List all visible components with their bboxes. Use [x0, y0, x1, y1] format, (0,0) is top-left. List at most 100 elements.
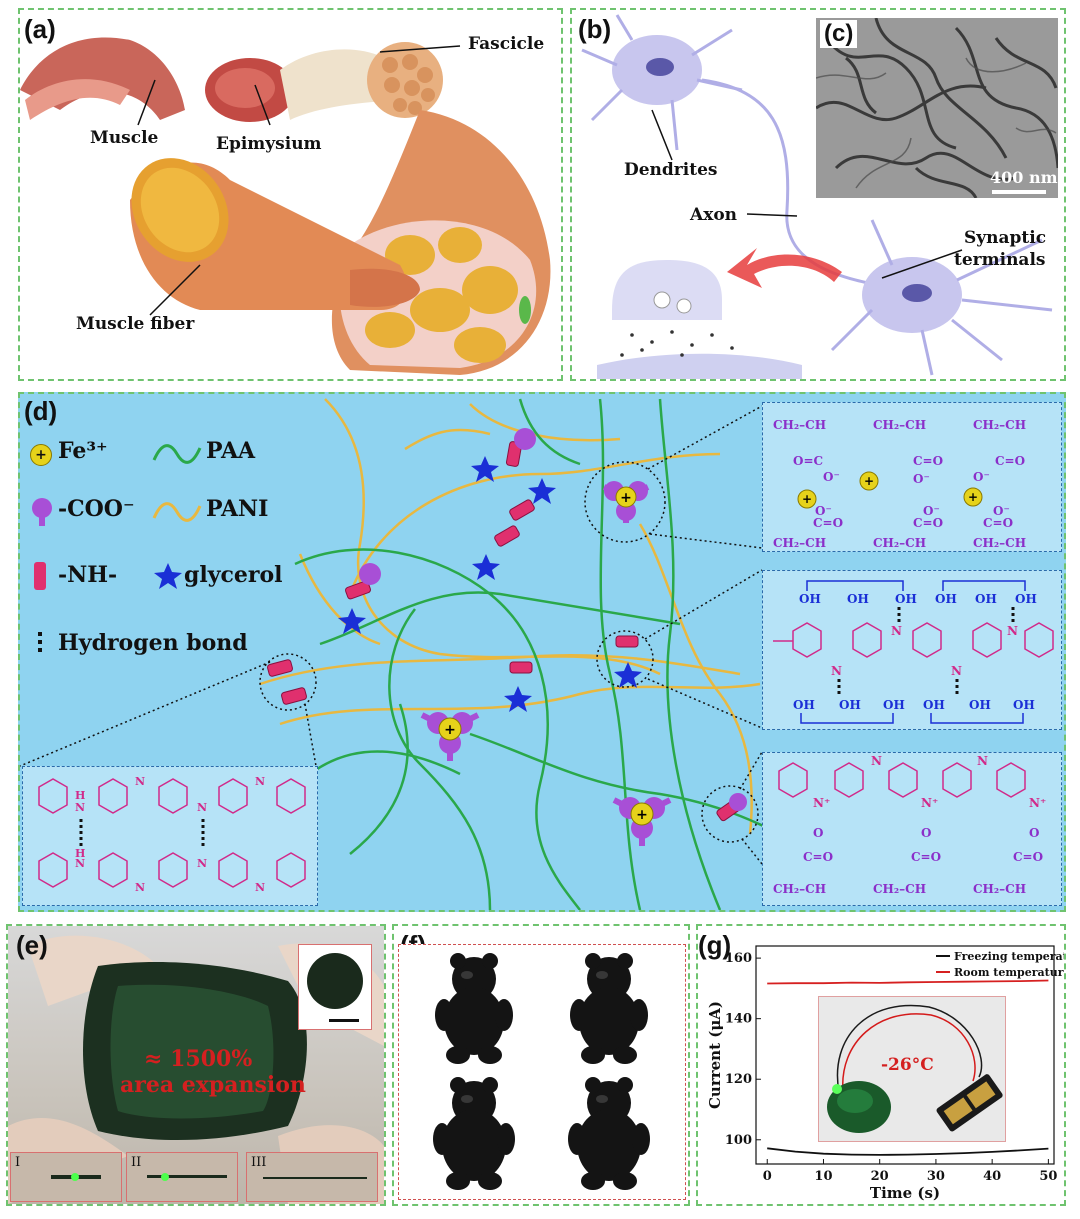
scale-bar — [992, 190, 1046, 194]
svg-text:CH₂–CH: CH₂–CH — [873, 536, 926, 550]
svg-text:OH: OH — [839, 698, 861, 712]
synaptic-label-2: terminals — [954, 250, 1046, 270]
svg-text:H: H — [75, 847, 85, 860]
inset-circle-sample — [298, 944, 372, 1030]
svg-text:+: + — [620, 490, 632, 506]
y-tick-label: 120 — [725, 1072, 752, 1087]
svg-text:C=O: C=O — [911, 850, 941, 864]
expansion-text-2: area expansion — [120, 1072, 306, 1098]
stage-inset-1: I — [10, 1152, 122, 1202]
svg-text:O=C: O=C — [793, 454, 823, 468]
stretched-hydrogel-photo: ≈ 1500% area expansion I II III — [8, 926, 384, 1204]
svg-text:C=O: C=O — [803, 850, 833, 864]
svg-text:N: N — [255, 881, 265, 894]
legend-glycerol-label: glycerol — [184, 562, 283, 588]
epimysium-label: Epimysium — [216, 134, 322, 154]
svg-text:OH: OH — [935, 592, 957, 606]
svg-text:CH₂–CH: CH₂–CH — [873, 882, 926, 896]
legend-label-2: Room temperature — [954, 966, 1064, 979]
legend-paa-icon — [152, 444, 202, 464]
svg-text:N: N — [871, 754, 882, 768]
panel-c-label: (c) — [820, 20, 858, 48]
y-axis-label: Current (μA) — [706, 1001, 724, 1109]
svg-text:CH₂–CH: CH₂–CH — [773, 882, 826, 896]
svg-text:N: N — [135, 775, 145, 788]
network-diagram: + + + — [20, 398, 781, 910]
svg-text:O: O — [813, 826, 823, 840]
svg-text:N: N — [891, 624, 902, 638]
svg-text:N: N — [977, 754, 988, 768]
x-tick-label: 0 — [763, 1169, 772, 1184]
svg-text:O⁻: O⁻ — [973, 470, 990, 484]
svg-text:N: N — [831, 664, 842, 678]
legend-nh-label: -NH- — [58, 562, 118, 588]
svg-text:OH: OH — [975, 592, 997, 606]
svg-text:O⁻: O⁻ — [823, 470, 840, 484]
synaptic-label-1: Synaptic — [964, 228, 1047, 248]
legend-paa-label: PAA — [206, 438, 256, 464]
svg-text:CH₂–CH: CH₂–CH — [973, 418, 1026, 432]
panel-g-label: (g) — [698, 930, 732, 960]
y-tick-label: 100 — [725, 1133, 752, 1148]
svg-text:N: N — [75, 801, 85, 814]
svg-text:OH: OH — [1013, 698, 1035, 712]
svg-text:OH: OH — [883, 698, 905, 712]
panel-d: + + + — [18, 392, 1066, 912]
panel-a-label: (a) — [24, 14, 56, 44]
svg-text:+: + — [802, 492, 812, 506]
legend-hbond-icon — [38, 632, 42, 654]
fe-crosslinks: + + + — [420, 481, 672, 846]
panel-d-label: (d) — [24, 396, 58, 426]
svg-text:OH: OH — [799, 592, 821, 606]
svg-text:+: + — [864, 474, 874, 488]
stage-inset-3: III — [246, 1152, 378, 1202]
expansion-text-1: ≈ 1500% — [144, 1046, 253, 1072]
fascicle-label: Fascicle — [468, 34, 545, 54]
legend-fe-label: Fe³⁺ — [58, 438, 108, 464]
muscle-label: Muscle — [90, 128, 159, 148]
series-line-2 — [767, 979, 1049, 985]
neuron-illustration — [581, 14, 1053, 379]
plot-frame — [755, 945, 1055, 1165]
panel-f: (f) — [392, 924, 690, 1206]
legend-glycerol-icon — [154, 563, 182, 589]
svg-text:CH₂–CH: CH₂–CH — [873, 418, 926, 432]
svg-text:O⁻: O⁻ — [815, 504, 832, 518]
svg-text:OH: OH — [895, 592, 917, 606]
legend-nh-icon — [34, 562, 46, 590]
svg-text:O⁻: O⁻ — [923, 504, 940, 518]
svg-text:H: H — [75, 789, 85, 802]
svg-text:N: N — [197, 857, 207, 870]
led-circuit-inset: -26°C — [818, 996, 1006, 1142]
series-line-1 — [767, 1147, 1049, 1156]
legend-coo-icon — [32, 498, 52, 526]
svg-text:CH₂–CH: CH₂–CH — [973, 536, 1026, 550]
x-axis-label: Time (s) — [870, 1184, 940, 1202]
muscle-illustration — [20, 37, 551, 375]
svg-text:N: N — [75, 857, 85, 870]
svg-text:O: O — [1029, 826, 1039, 840]
svg-text:N: N — [135, 881, 145, 894]
y-tick-label: 160 — [725, 951, 752, 966]
svg-text:O: O — [921, 826, 931, 840]
legend-label-1: Freezing temperature — [954, 950, 1064, 963]
x-tick-label: 40 — [983, 1169, 1001, 1184]
panel-e: ≈ 1500% area expansion I II III (e) — [6, 924, 386, 1206]
svg-text:O⁻: O⁻ — [913, 472, 930, 486]
svg-text:N⁺: N⁺ — [921, 796, 938, 810]
molded-bears-photo — [398, 944, 686, 1200]
svg-text:N: N — [197, 801, 207, 814]
svg-text:N⁺: N⁺ — [1029, 796, 1046, 810]
svg-text:CH₂–CH: CH₂–CH — [773, 536, 826, 550]
glycerol-stars — [338, 456, 642, 712]
svg-text:CH₂–CH: CH₂–CH — [973, 882, 1026, 896]
legend-coo-label: -COO⁻ — [58, 496, 135, 522]
svg-text:OH: OH — [793, 698, 815, 712]
panel-b: (b) Dendrites Axon Synaptic terminals (c… — [570, 8, 1066, 381]
panel-e-label: (e) — [16, 930, 48, 960]
panel-a: (a) Muscle Epimysium Fascicle Muscle fib… — [18, 8, 563, 381]
